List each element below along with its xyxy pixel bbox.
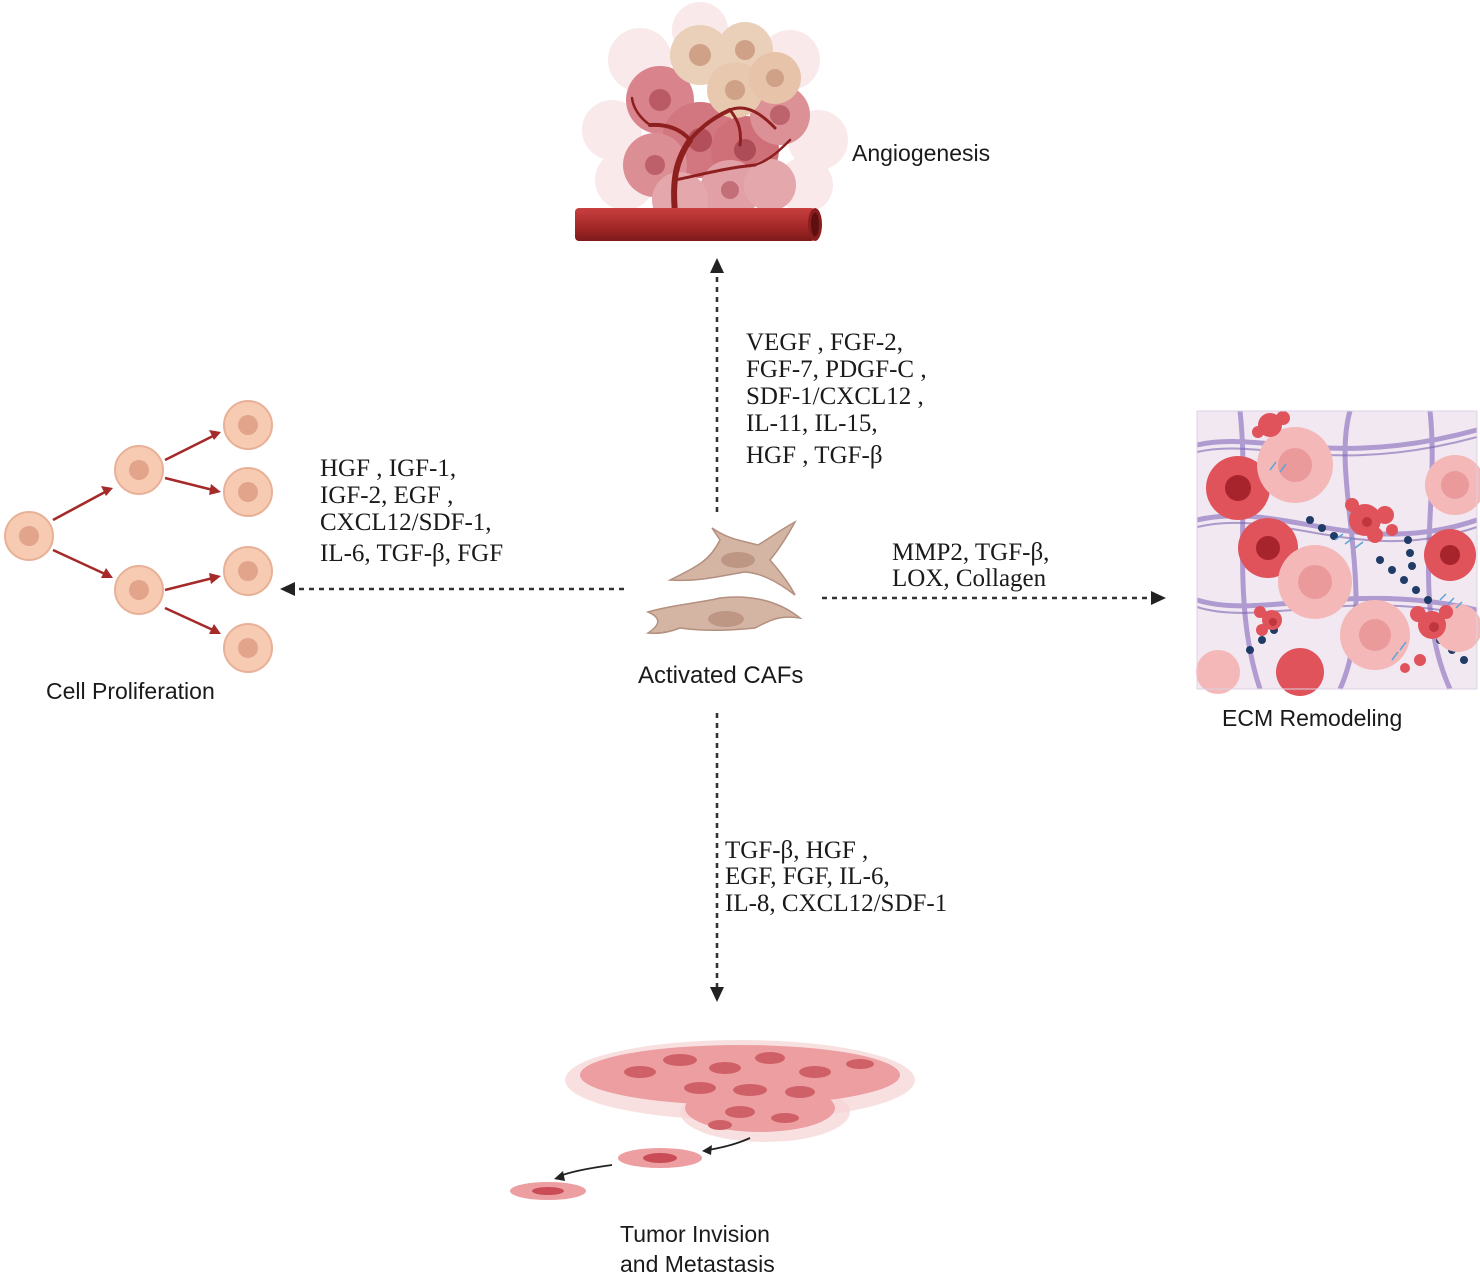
proliferation-factor-line: CXCL12/SDF-1,	[320, 509, 492, 536]
metastasis-factors: TGF-β, HGF , EGF, FGF, IL-6, IL-8, CXCL1…	[725, 837, 947, 917]
proliferation-factor-line: IL-6, TGF-β, FGF	[320, 540, 503, 567]
metastasis-label-line1: Tumor Invision	[620, 1221, 770, 1247]
angiogenesis-factors: VEGF , FGF-2, FGF-7, PDGF-C , SDF-1/CXCL…	[746, 329, 927, 469]
angiogenesis-illustration	[575, 2, 848, 241]
ecm-factors: MMP2, TGF-β, LOX, Collagen	[892, 539, 1049, 592]
angiogenesis-factor-line: IL-11, IL-15,	[746, 410, 878, 437]
arrow-to-metastasis	[710, 713, 724, 1002]
activated-caf-cells	[645, 520, 803, 634]
proliferation-label: Cell Proliferation	[46, 678, 215, 704]
metastasis-label-line2: and Metastasis	[620, 1251, 775, 1277]
arrow-to-ecm	[822, 591, 1166, 605]
tumor-invasion-illustration	[510, 1040, 915, 1200]
angiogenesis-factor-line: SDF-1/CXCL12 ,	[746, 383, 924, 410]
ecm-label: ECM Remodeling	[1222, 705, 1402, 731]
metastasis-factor-line: TGF-β, HGF ,	[725, 837, 868, 864]
ecm-factor-line: LOX, Collagen	[892, 565, 1047, 592]
angiogenesis-label: Angiogenesis	[852, 140, 990, 166]
arrow-to-proliferation	[280, 582, 624, 596]
center-label: Activated CAFs	[638, 662, 803, 689]
cell-proliferation-illustration	[4, 400, 273, 673]
proliferation-factor-line: IGF-2, EGF ,	[320, 482, 453, 509]
ecm-factor-line: MMP2, TGF-β,	[892, 539, 1049, 566]
ecm-remodeling-illustration	[1196, 410, 1480, 696]
angiogenesis-factor-line: VEGF , FGF-2,	[746, 329, 903, 356]
angiogenesis-factor-line: HGF , TGF-β	[746, 442, 883, 469]
arrow-to-angiogenesis	[710, 258, 724, 512]
proliferation-factor-line: HGF , IGF-1,	[320, 455, 456, 482]
angiogenesis-factor-line: FGF-7, PDGF-C ,	[746, 356, 927, 383]
metastasis-factor-line: EGF, FGF, IL-6,	[725, 863, 890, 890]
proliferation-factors: HGF , IGF-1, IGF-2, EGF , CXCL12/SDF-1, …	[320, 455, 503, 567]
metastasis-factor-line: IL-8, CXCL12/SDF-1	[725, 890, 947, 917]
